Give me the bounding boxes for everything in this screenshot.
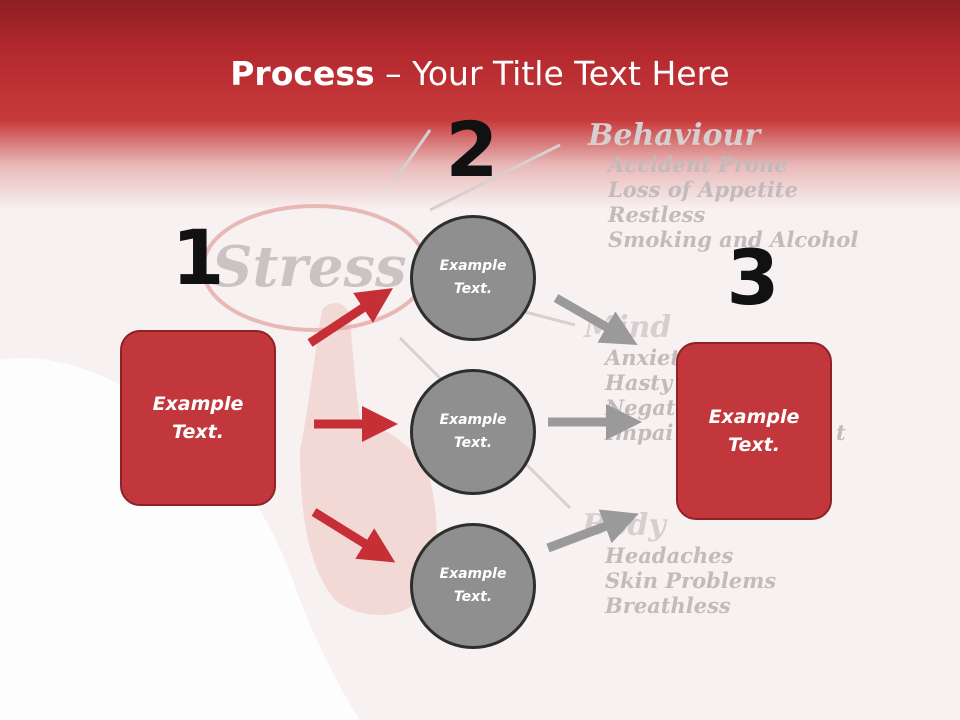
left-box-text: Example Text. [152, 393, 244, 443]
bg-word-mind-item: t [836, 420, 846, 445]
top-circle-text: Example Text. [439, 258, 507, 297]
bg-word-behaviour-item: Smoking and Alcohol [608, 227, 859, 252]
grey-arrow-up [546, 509, 639, 553]
title-rest: – Your Title Text Here [374, 54, 730, 93]
title-bold: Process [230, 54, 375, 93]
left-text-box[interactable]: Example Text. [120, 330, 276, 506]
header-band [0, 0, 960, 210]
top-circle[interactable]: Example Text. [410, 215, 536, 341]
sketch-line-mind [524, 310, 576, 327]
bg-word-behaviour-item: Loss of Appetite [608, 177, 798, 202]
red-arrow-down [311, 508, 396, 563]
bg-word-behaviour-item: Accident Prone [608, 152, 788, 177]
middle-circle-text: Example Text. [439, 412, 507, 451]
step-number-3: 3 [726, 233, 780, 322]
sketch-line-up [393, 129, 432, 181]
bottom-circle[interactable]: Example Text. [410, 523, 536, 649]
sketch-line-behaviour [429, 143, 561, 212]
bg-word-mind-item: Hasty [605, 370, 673, 395]
middle-circle[interactable]: Example Text. [410, 369, 536, 495]
grey-arrow-down [553, 294, 638, 345]
bg-word-body-item: Skin Problems [605, 568, 777, 593]
step-number-2: 2 [445, 105, 499, 194]
right-box-text: Example Text. [708, 406, 800, 456]
bg-word-behaviour-item: Restless [608, 202, 706, 227]
step-number-1: 1 [171, 213, 225, 302]
slide-title[interactable]: Process – Your Title Text Here [0, 52, 960, 96]
sleeve-shape [0, 358, 360, 720]
bottom-circle-text: Example Text. [439, 566, 507, 605]
hand-shape [300, 303, 437, 615]
bg-word-body-item: Breathless [605, 593, 731, 618]
bg-word-body-item: Headaches [605, 543, 734, 568]
red-arrow-up [307, 288, 394, 347]
right-text-box[interactable]: Example Text. [676, 342, 832, 520]
bg-word-behaviour: Behaviour [588, 118, 761, 153]
